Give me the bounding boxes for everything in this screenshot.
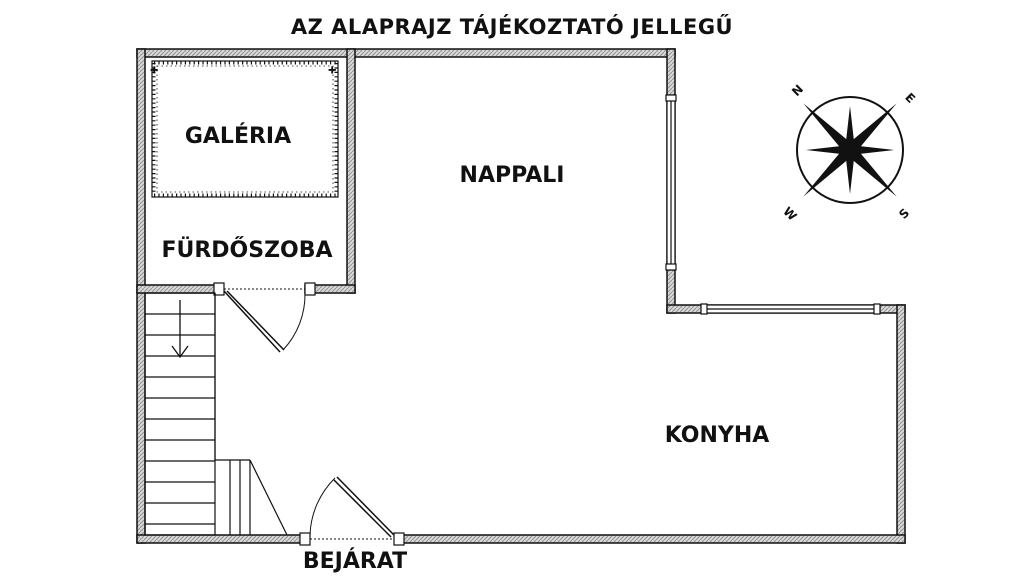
- room-label-nappali: NAPPALI: [460, 163, 565, 188]
- plan-title: AZ ALAPRAJZ TÁJÉKOZTATÓ JELLEGŰ: [291, 14, 733, 39]
- room-label-konyha: KONYHA: [665, 423, 770, 448]
- compass-south-label: S: [896, 206, 912, 222]
- room-label-galeria: GALÉRIA: [185, 123, 291, 149]
- gallery-outline: + +: [150, 60, 339, 198]
- compass-east-label: E: [902, 90, 918, 106]
- compass-north-label: N: [789, 82, 806, 99]
- windows: [665, 94, 881, 315]
- staircase: [144, 292, 288, 536]
- svg-text:+: +: [328, 65, 336, 76]
- compass-rose: N E S W: [780, 82, 918, 224]
- bathroom-door: [213, 282, 316, 353]
- svg-text:+: +: [150, 65, 158, 76]
- room-label-furdoszoba: FÜRDŐSZOBA: [161, 237, 332, 263]
- interior-walls: [136, 48, 356, 294]
- entrance-label: BEJÁRAT: [303, 548, 407, 574]
- entrance-door: [299, 476, 405, 546]
- stair-direction-arrow: [171, 300, 189, 359]
- compass-west-label: W: [780, 204, 799, 223]
